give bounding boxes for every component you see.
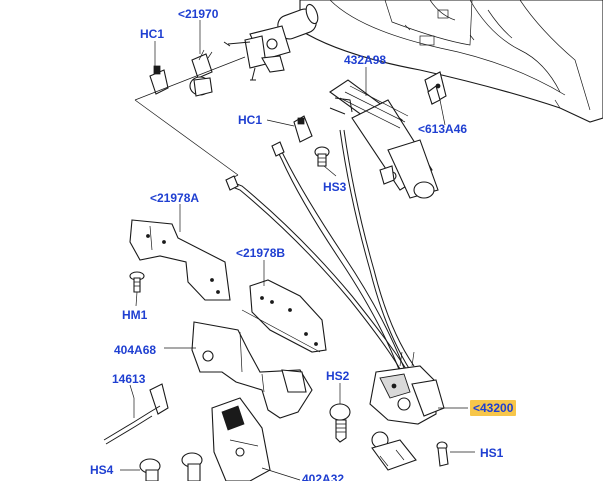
bracket-402a32 [211,397,271,481]
bolt-hs2 [329,403,351,443]
callout-404a68[interactable]: 404A68 [114,343,157,357]
wire-14613 [103,383,169,445]
callout-hs1[interactable]: HS1 [480,446,504,460]
striker [371,431,417,471]
callout-hc1-mid[interactable]: HC1 [238,113,263,127]
callout-hs3[interactable]: HS3 [323,180,347,194]
clip-hc1-mid [293,115,313,143]
screw-hs3 [314,146,330,167]
callout-402a32[interactable]: 402A32 [302,474,345,481]
callout-14613[interactable]: 14613 [112,372,146,386]
cable-clips-top [149,49,213,97]
screw-hm1 [129,271,145,293]
callout-21978a[interactable]: <21978A [150,191,200,205]
actuator-motor-21970 [223,3,319,81]
tailgate-panel [299,0,603,123]
callout-21970[interactable]: <21970 [178,7,219,21]
callout-43200[interactable]: <43200 [470,400,517,416]
bolt-hs1 [436,441,449,467]
callout-hs2[interactable]: HS2 [326,369,350,383]
plate-21978b [241,279,327,353]
latch-43200 [369,351,445,425]
callout-hs4[interactable]: HS4 [90,463,114,477]
bracket-613a46 [424,71,447,105]
callout-432a98[interactable]: 432A98 [344,53,387,67]
callout-613a46[interactable]: <613A46 [418,122,468,136]
release-cables [225,129,415,377]
callout-hc1-top[interactable]: HC1 [140,27,165,41]
lock-housing-432a98 [329,79,439,199]
plate-21978a [129,219,231,301]
bolt-hs4 [139,452,203,481]
callout-hm1[interactable]: HM1 [122,308,148,322]
bracket-404a68 [191,321,313,419]
callout-21978b[interactable]: <21978B [236,246,286,260]
leader-lines [120,20,475,481]
